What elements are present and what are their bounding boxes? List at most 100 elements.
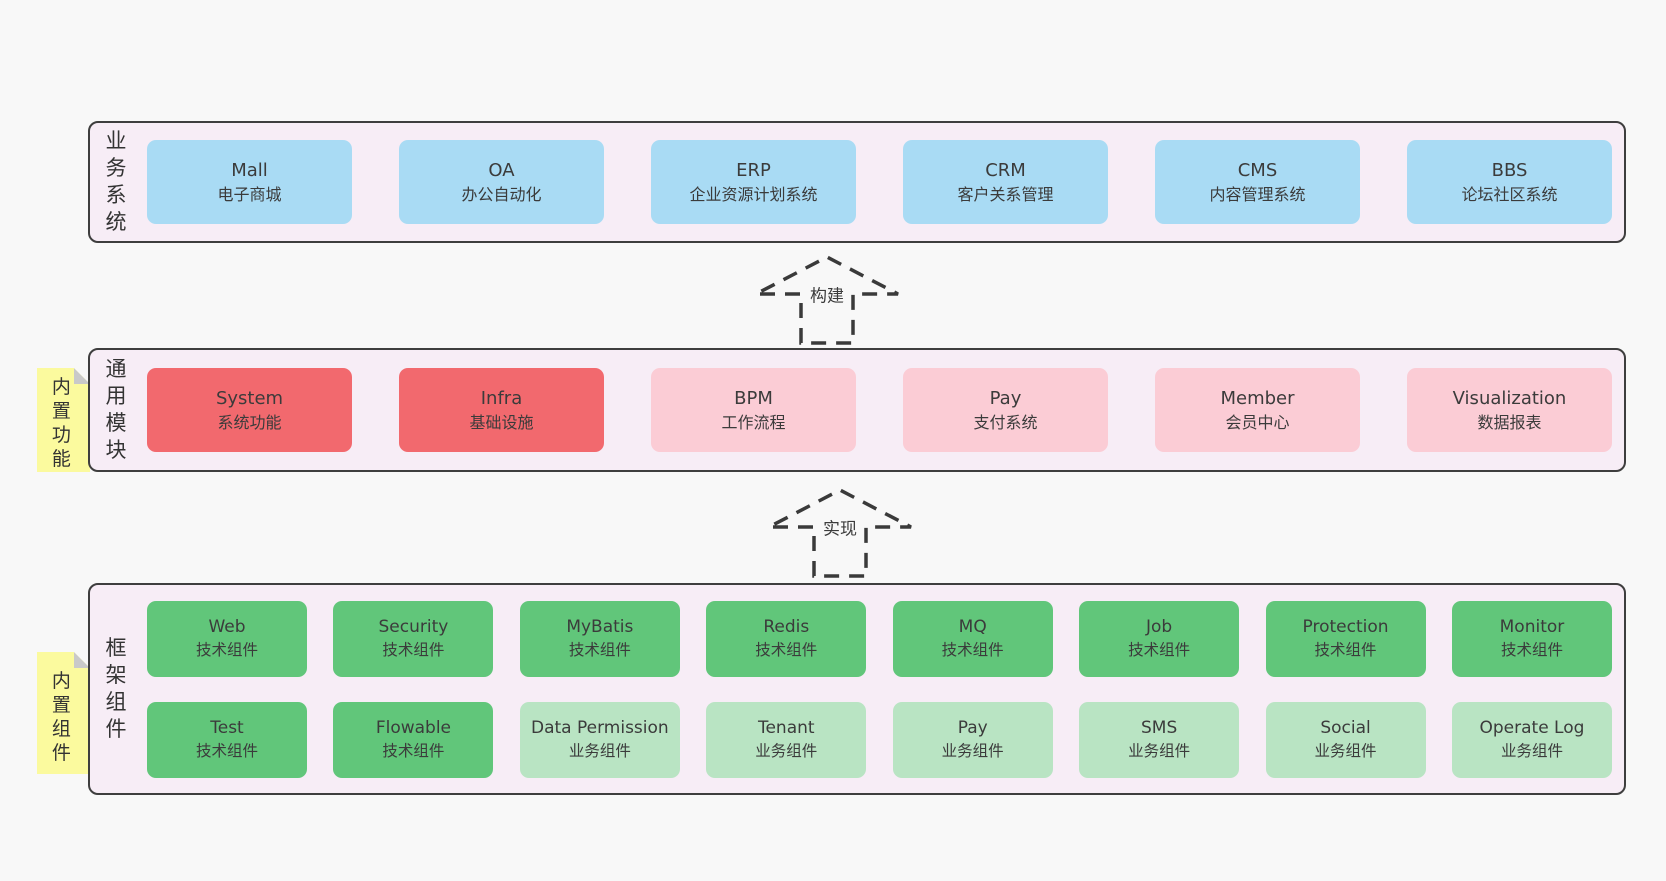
card-protection: Protection 技术组件 bbox=[1265, 600, 1426, 677]
card-title: Security bbox=[378, 617, 449, 637]
card-test: Test 技术组件 bbox=[147, 701, 307, 778]
card-title: Job bbox=[1146, 617, 1173, 637]
framework-row-2: Test 技术组件 Flowable 技术组件 Data Permission … bbox=[147, 701, 1612, 778]
card-title: CRM bbox=[985, 160, 1026, 181]
card-title: Tenant bbox=[757, 718, 815, 738]
card-title: SMS bbox=[1140, 718, 1178, 738]
build-arrow-label: 构建 bbox=[805, 279, 849, 309]
implement-arrow-label: 实现 bbox=[818, 512, 862, 542]
card-subtitle: 业务组件 bbox=[755, 742, 818, 760]
card-bpm: BPM 工作流程 bbox=[651, 368, 856, 452]
card-subtitle: 技术组件 bbox=[195, 641, 258, 659]
card-title: BBS bbox=[1491, 160, 1528, 181]
sticky-note-built-in-features: 内置功能 bbox=[37, 368, 90, 472]
card-title: Web bbox=[208, 617, 246, 637]
card-title: Operate Log bbox=[1479, 718, 1585, 738]
section-label-common-modules: 通用模块 bbox=[105, 357, 127, 462]
card-title: Monitor bbox=[1499, 617, 1565, 637]
card-tenant: Tenant 业务组件 bbox=[706, 701, 867, 778]
card-title: Data Permission bbox=[531, 718, 669, 738]
card-mybatis: MyBatis 技术组件 bbox=[519, 600, 680, 677]
card-subtitle: 工作流程 bbox=[721, 413, 786, 432]
card-title: Infra bbox=[480, 388, 523, 409]
card-subtitle: 业务组件 bbox=[941, 742, 1004, 760]
card-subtitle: 电子商城 bbox=[217, 185, 282, 204]
card-title: Pay bbox=[989, 388, 1022, 409]
card-crm: CRM 客户关系管理 bbox=[903, 140, 1108, 224]
card-web: Web 技术组件 bbox=[147, 600, 307, 677]
sticky-note-text: 内置组件 bbox=[51, 669, 71, 764]
card-subtitle: 技术组件 bbox=[568, 641, 631, 659]
card-title: Protection bbox=[1302, 617, 1389, 637]
card-oa: OA 办公自动化 bbox=[399, 140, 604, 224]
card-monitor: Monitor 技术组件 bbox=[1451, 600, 1612, 677]
common-modules-row: System 系统功能 Infra 基础设施 BPM 工作流程 Pay 支付系统… bbox=[147, 350, 1612, 470]
card-bbs: BBS 论坛社区系统 bbox=[1407, 140, 1612, 224]
card-mall: Mall 电子商城 bbox=[147, 140, 352, 224]
card-subtitle: 技术组件 bbox=[382, 641, 445, 659]
up-arrow-icon bbox=[755, 255, 899, 345]
card-erp: ERP 企业资源计划系统 bbox=[651, 140, 856, 224]
implement-arrow: 实现 bbox=[765, 487, 915, 579]
card-subtitle: 业务组件 bbox=[1128, 742, 1191, 760]
card-title: Flowable bbox=[375, 718, 452, 738]
card-subtitle: 基础设施 bbox=[469, 413, 534, 432]
card-title: Mall bbox=[231, 160, 268, 181]
card-security: Security 技术组件 bbox=[333, 600, 494, 677]
card-title: OA bbox=[488, 160, 515, 181]
card-subtitle: 会员中心 bbox=[1225, 413, 1290, 432]
card-flowable: Flowable 技术组件 bbox=[333, 701, 494, 778]
card-subtitle: 业务组件 bbox=[1500, 742, 1563, 760]
card-mq: MQ 技术组件 bbox=[892, 600, 1053, 677]
card-pay-business: Pay 业务组件 bbox=[892, 701, 1053, 778]
card-subtitle: 技术组件 bbox=[755, 641, 818, 659]
card-operate-log: Operate Log 业务组件 bbox=[1451, 701, 1612, 778]
card-title: Pay bbox=[957, 718, 988, 738]
up-arrow-icon bbox=[768, 488, 912, 578]
business-systems-row: Mall 电子商城 OA 办公自动化 ERP 企业资源计划系统 CRM 客户关系… bbox=[147, 123, 1612, 241]
card-title: Redis bbox=[763, 617, 810, 637]
card-title: MQ bbox=[958, 617, 987, 637]
build-arrow: 构建 bbox=[752, 254, 902, 346]
card-title: MyBatis bbox=[566, 617, 634, 637]
card-title: Member bbox=[1220, 388, 1295, 409]
card-subtitle: 数据报表 bbox=[1477, 413, 1542, 432]
card-subtitle: 企业资源计划系统 bbox=[689, 185, 818, 204]
section-label-business-systems: 业务系统 bbox=[105, 129, 127, 234]
panel-business-systems: 业务系统 Mall 电子商城 OA 办公自动化 ERP 企业资源计划系统 CRM… bbox=[88, 121, 1626, 243]
panel-framework-components: 框架组件 Web 技术组件 Security 技术组件 MyBatis 技术组件… bbox=[88, 583, 1626, 795]
sticky-note-text: 内置功能 bbox=[51, 376, 71, 471]
card-subtitle: 论坛社区系统 bbox=[1461, 185, 1558, 204]
card-title: Social bbox=[1320, 718, 1371, 738]
framework-components-rows: Web 技术组件 Security 技术组件 MyBatis 技术组件 Redi… bbox=[147, 585, 1612, 793]
framework-row-1: Web 技术组件 Security 技术组件 MyBatis 技术组件 Redi… bbox=[147, 600, 1612, 677]
section-label-framework-components: 框架组件 bbox=[105, 636, 127, 741]
card-visualization: Visualization 数据报表 bbox=[1407, 368, 1612, 452]
card-title: Visualization bbox=[1452, 388, 1567, 409]
card-subtitle: 业务组件 bbox=[1314, 742, 1377, 760]
card-subtitle: 内容管理系统 bbox=[1209, 185, 1306, 204]
card-subtitle: 业务组件 bbox=[568, 742, 631, 760]
card-subtitle: 客户关系管理 bbox=[957, 185, 1054, 204]
card-subtitle: 支付系统 bbox=[973, 413, 1038, 432]
card-infra: Infra 基础设施 bbox=[399, 368, 604, 452]
card-title: System bbox=[215, 388, 284, 409]
card-member: Member 会员中心 bbox=[1155, 368, 1360, 452]
card-subtitle: 办公自动化 bbox=[461, 185, 542, 204]
card-subtitle: 技术组件 bbox=[941, 641, 1004, 659]
card-pay: Pay 支付系统 bbox=[903, 368, 1108, 452]
card-sms: SMS 业务组件 bbox=[1079, 701, 1240, 778]
card-system: System 系统功能 bbox=[147, 368, 352, 452]
card-subtitle: 系统功能 bbox=[217, 413, 282, 432]
card-title: CMS bbox=[1237, 160, 1278, 181]
card-data-permission: Data Permission 业务组件 bbox=[519, 701, 680, 778]
card-title: ERP bbox=[736, 160, 771, 181]
panel-common-modules: 通用模块 System 系统功能 Infra 基础设施 BPM 工作流程 Pay… bbox=[88, 348, 1626, 472]
card-job: Job 技术组件 bbox=[1079, 600, 1240, 677]
card-subtitle: 技术组件 bbox=[1314, 641, 1377, 659]
card-title: Test bbox=[210, 718, 244, 738]
card-subtitle: 技术组件 bbox=[1128, 641, 1191, 659]
card-subtitle: 技术组件 bbox=[195, 742, 258, 760]
card-subtitle: 技术组件 bbox=[382, 742, 445, 760]
